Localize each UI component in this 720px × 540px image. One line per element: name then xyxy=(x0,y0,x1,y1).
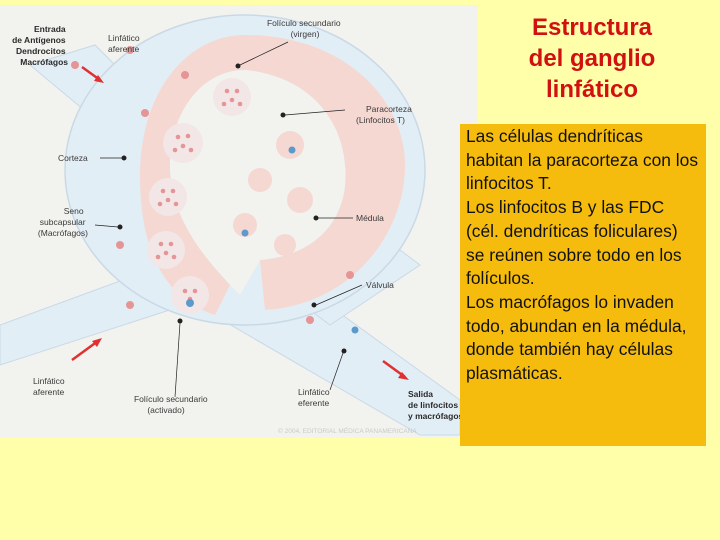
lymphocyte-cells xyxy=(186,146,359,334)
cortex-region xyxy=(140,35,405,315)
lymph-node-illustration: Entrada de Antígenos Dendrocitos Macrófa… xyxy=(0,14,464,436)
label-efferent: Linfático eferente xyxy=(298,387,332,408)
label-subcapsular-sinus: Seno subcapsular (Macrófagos) xyxy=(38,206,88,238)
title-line: linfático xyxy=(545,76,638,103)
lymph-node-diagram: Entrada de Antígenos Dendrocitos Macrófa… xyxy=(0,5,478,438)
paragraph-follicles: Los linfocitos B y las FDC (cél. dendrít… xyxy=(466,197,682,289)
flow-arrows xyxy=(71,65,409,380)
label-folicle-activated: Folículo secundario (activado) xyxy=(134,394,210,415)
label-afferent-bottom: Linfático aferente xyxy=(33,376,67,397)
label-salida: Salida de linfocitos y macrófagos xyxy=(408,389,464,421)
label-afferent-top: Linfático aferente xyxy=(108,33,142,54)
title-line: del ganglio xyxy=(528,45,656,72)
copyright-text: © 2004, EDITORIAL MÉDICA PANAMERICANA xyxy=(278,426,417,435)
label-folicle-virgin: Folículo secundario (virgen) xyxy=(267,18,343,39)
paragraph-macrophages: Los macrófagos lo invaden todo, abundan … xyxy=(466,291,687,384)
label-medulla: Médula xyxy=(356,213,384,223)
paragraph-dendritic: Las células dendríticas habitan la parac… xyxy=(466,126,699,194)
title-line: Estructura xyxy=(531,14,653,41)
medullary-cords xyxy=(233,131,313,256)
label-paracortex: Paracorteza (Linfocitos T) xyxy=(356,104,414,125)
label-valve: Válvula xyxy=(366,280,394,290)
macrophage-cells xyxy=(71,46,354,324)
label-cortex: Corteza xyxy=(58,153,88,163)
explanation-box: Las células dendríticas habitan la parac… xyxy=(460,124,706,446)
follicles xyxy=(147,78,251,314)
page-title: Estructura del ganglio linfático xyxy=(492,12,692,105)
label-entrada: Entrada de Antígenos Dendrocitos Macrófa… xyxy=(12,24,68,67)
leader-lines xyxy=(94,41,363,398)
